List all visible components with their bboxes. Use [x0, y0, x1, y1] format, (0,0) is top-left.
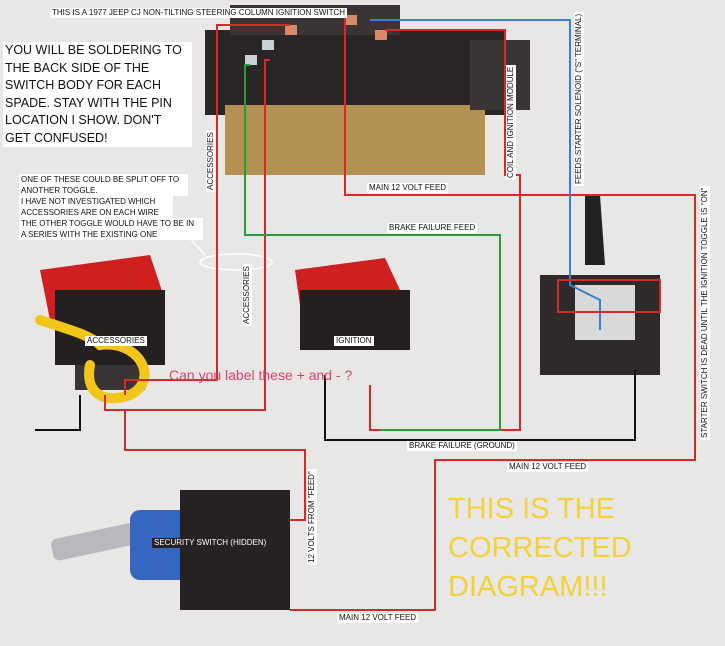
ignition-switch-label: IGNITION [334, 336, 374, 346]
ignition-switch-photo [205, 5, 530, 175]
red-wire-12v [124, 410, 306, 521]
split-note-3: THE OTHER TOGGLE WOULD HAVE TO BE IN A S… [19, 218, 203, 240]
red-wire-accessories-2 [104, 59, 270, 411]
starter-dead-label: STARTER SWITCH IS DEAD UNTIL THE IGNITIO… [700, 185, 710, 440]
main-feed-label-mid: MAIN 12 VOLT FEED [507, 462, 589, 472]
accessories-wire-label-top: ACCESSORIES [206, 130, 216, 192]
starter-solenoid-label: FEEDS STARTER SOLENOID ("S" TERMINAL) [574, 11, 584, 186]
red-wire-coil [369, 29, 521, 431]
question-text: Can you label these + and - ? [169, 367, 353, 383]
black-wire-ground [35, 395, 81, 431]
split-ellipse [199, 253, 273, 271]
instructions-note: YOU WILL BE SOLDERING TO THE BACK SIDE O… [3, 42, 192, 147]
title-label: THIS IS A 1977 JEEP CJ NON-TILTING STEER… [50, 8, 348, 18]
split-note-2: I HAVE NOT INVESTIGATED WHICH ACCESSORIE… [19, 196, 173, 218]
accessories-toggle-photo [40, 255, 165, 390]
wires [35, 15, 696, 611]
main-feed-label-top: MAIN 12 VOLT FEED [367, 183, 449, 193]
black-wire-brake-ground [324, 370, 636, 441]
starter-toggle-photo [540, 195, 660, 375]
split-note-1: ONE OF THESE COULD BE SPLIT OFF TO ANOTH… [19, 174, 188, 196]
twelve-volts-label: 12 VOLTS FROM "FEED" [307, 469, 317, 565]
main-feed-label-bottom: MAIN 12 VOLT FEED [337, 613, 419, 623]
red-wire-accessories [124, 24, 290, 395]
highlight-marker [35, 315, 150, 404]
corrected-banner: THIS IS THE CORRECTED DIAGRAM!!! [448, 493, 632, 603]
green-wire-brake [244, 64, 501, 431]
red-wire-main-feed [290, 15, 696, 611]
brake-ground-label: BRAKE FAILURE (GROUND) [407, 441, 517, 451]
brake-feed-label: BRAKE FAILURE FEED [387, 223, 478, 233]
security-switch-photo [51, 490, 290, 610]
accessories-wire-label-mid: ACCESSORIES [242, 264, 252, 326]
coil-label: COIL AND IGNITION MODULE [506, 64, 516, 180]
red-wire-starter-loop [557, 279, 661, 313]
accessories-switch-label: ACCESSORIES [85, 336, 147, 346]
blue-wire-starter [370, 19, 601, 330]
security-switch-label: SECURITY SWITCH (HIDDEN) [152, 538, 269, 548]
